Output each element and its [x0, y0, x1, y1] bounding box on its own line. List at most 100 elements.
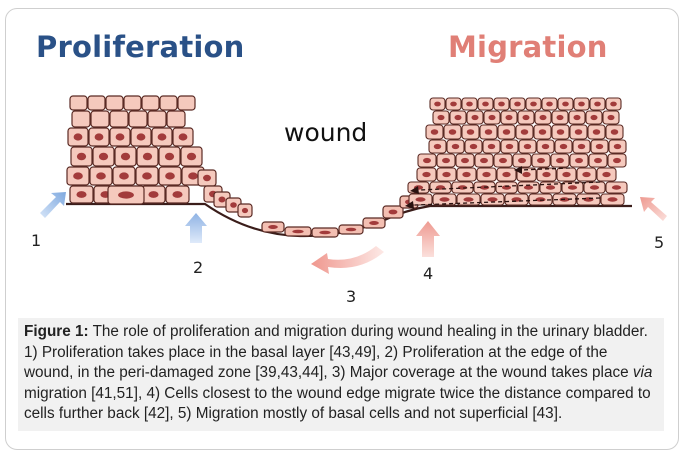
caption-italic: via	[633, 364, 653, 381]
cell-nucleus	[522, 172, 530, 177]
cell-nucleus	[292, 230, 303, 234]
cell-nucleus	[119, 172, 129, 179]
cell-nucleus	[431, 129, 438, 135]
cell-nucleus	[203, 175, 211, 181]
cell-nucleus	[530, 102, 537, 107]
cell-nucleus	[613, 158, 621, 163]
cell-nucleus	[578, 144, 585, 149]
left-cell	[110, 111, 128, 127]
cell-nucleus	[573, 115, 580, 120]
cell-nucleus	[452, 144, 459, 149]
cell-nucleus	[556, 158, 564, 163]
cell-nucleus	[242, 208, 248, 213]
cell-nucleus	[575, 129, 582, 135]
cell-nucleus	[568, 185, 577, 189]
cell-nucleus	[539, 129, 546, 135]
cell-nucleus	[480, 158, 488, 163]
cell-nucleus	[607, 197, 617, 201]
cell-nucleus	[593, 129, 600, 135]
cell-nucleus	[165, 172, 175, 179]
figure-caption: Figure 1: The role of proliferation and …	[18, 318, 664, 431]
cell-nucleus	[522, 115, 529, 120]
cell-nucleus	[449, 129, 456, 135]
cell-nucleus	[450, 102, 457, 107]
cell-nucleus	[437, 115, 444, 120]
cell-nucleus	[116, 133, 125, 140]
cell-nucleus	[95, 133, 104, 140]
cell-nucleus	[73, 172, 83, 179]
cell-nucleus	[535, 197, 545, 201]
cell-nucleus	[434, 144, 441, 149]
cell-nucleus	[319, 231, 330, 235]
cell-nucleus	[369, 221, 379, 225]
cell-nucleus	[346, 228, 357, 232]
cell-nucleus	[148, 191, 158, 198]
cell-nucleus	[602, 172, 610, 177]
marker-1: 1	[31, 231, 41, 250]
cell-nucleus	[96, 172, 106, 179]
cell-nucleus	[76, 191, 86, 198]
wound-bed-cells	[262, 196, 418, 237]
cell-nucleus	[439, 197, 449, 201]
cell-nucleus	[521, 129, 528, 135]
cell-nucleus	[607, 115, 614, 120]
cell-nucleus	[594, 158, 602, 163]
cell-nucleus	[499, 158, 507, 163]
left-cell	[70, 96, 87, 110]
cell-nucleus	[230, 202, 237, 208]
cell-nucleus	[502, 172, 510, 177]
cell-nucleus	[142, 172, 152, 179]
left-cell	[124, 96, 141, 110]
cell-nucleus	[471, 115, 478, 120]
cell-nucleus	[482, 102, 489, 107]
cell-nucleus	[560, 144, 567, 149]
cell-nucleus	[461, 158, 469, 163]
marker-2: 2	[193, 258, 203, 277]
cell-nucleus	[99, 153, 108, 161]
cell-nucleus	[442, 172, 450, 177]
cell-nucleus	[594, 102, 601, 107]
cell-nucleus	[610, 102, 617, 107]
cell-nucleus	[415, 197, 425, 201]
cell-nucleus	[542, 144, 549, 149]
cell-nucleus	[488, 115, 495, 120]
arrow-5-icon	[640, 197, 667, 221]
cell-nucleus	[562, 172, 570, 177]
left-cell	[88, 96, 105, 110]
tissue-illustration	[0, 0, 683, 320]
cell-nucleus	[590, 185, 599, 189]
arrow-1-icon	[40, 192, 66, 218]
cell-nucleus	[172, 191, 182, 198]
cell-nucleus	[578, 102, 585, 107]
marker-5: 5	[654, 233, 664, 252]
cell-nucleus	[524, 144, 531, 149]
cell-nucleus	[268, 225, 278, 229]
cell-nucleus	[582, 172, 590, 177]
cell-nucleus	[158, 133, 167, 140]
left-cell	[91, 111, 109, 127]
marker-4: 4	[423, 264, 433, 283]
cell-nucleus	[485, 129, 492, 135]
cell-nucleus	[557, 129, 564, 135]
cell-nucleus	[590, 115, 597, 120]
cell-nucleus	[612, 185, 621, 189]
left-cell	[106, 96, 123, 110]
left-cell	[72, 111, 90, 127]
arrow-4-icon	[416, 221, 440, 257]
cell-nucleus	[488, 144, 495, 149]
cell-nucleus	[389, 210, 398, 215]
cell-nucleus	[506, 144, 513, 149]
cell-nucleus	[614, 144, 621, 149]
cell-nucleus	[467, 129, 474, 135]
cell-nucleus	[498, 102, 505, 107]
caption-label: Figure 1:	[24, 323, 89, 340]
cell-nucleus	[556, 115, 563, 120]
arrow-2-icon	[185, 213, 207, 243]
left-cell	[148, 111, 166, 127]
cell-nucleus	[542, 172, 550, 177]
left-cell	[178, 96, 195, 110]
cell-nucleus	[518, 158, 526, 163]
cell-nucleus	[143, 153, 152, 161]
cell-nucleus	[423, 158, 431, 163]
left-cell	[167, 111, 185, 127]
